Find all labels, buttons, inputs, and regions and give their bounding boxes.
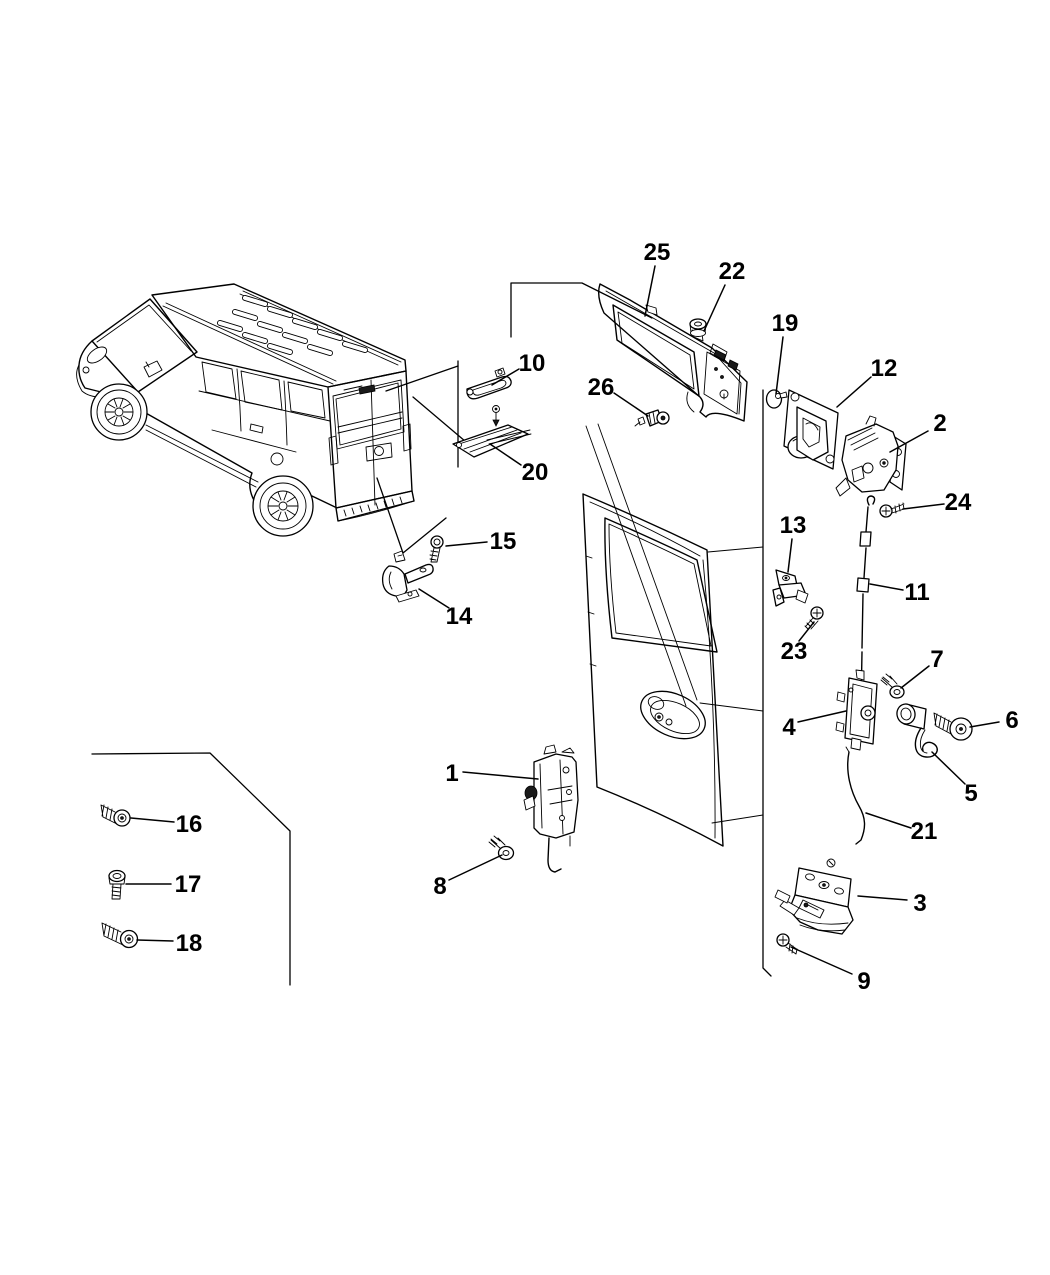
part-3-lower-latch [774, 858, 854, 935]
part-26-bulb-socket [634, 409, 670, 427]
callout-21: 21 [911, 818, 938, 845]
part-21-link-rod [845, 746, 866, 845]
callout-4: 4 [782, 714, 796, 741]
callout-7: 7 [930, 646, 943, 673]
part-23-screw [804, 606, 824, 630]
callout-3: 3 [913, 890, 926, 917]
rear-door-panel [582, 423, 764, 847]
rear-wheel [252, 475, 314, 537]
part-10-check-strap [466, 367, 512, 400]
part-9-screw [776, 933, 799, 955]
roof-slats [217, 294, 368, 357]
van-mirror [143, 360, 163, 378]
part-24-screw [879, 502, 905, 518]
callout-20: 20 [522, 459, 549, 486]
part-17-screw [108, 869, 126, 900]
van-rear-door [327, 370, 413, 509]
part-2-latch-assembly [835, 415, 907, 497]
callout-16: 16 [176, 811, 203, 838]
callout-14: 14 [446, 603, 473, 630]
callout-15: 15 [490, 528, 517, 555]
part-14-hinge-bracket [381, 550, 434, 603]
part-16-screw [100, 804, 131, 827]
callout-5: 5 [964, 780, 977, 807]
brake-light [358, 384, 376, 395]
part-1-door-latch [523, 744, 579, 873]
van-illustration [76, 283, 415, 537]
region-boundary-bottom-left [91, 752, 291, 986]
part-6-socket-bolt [933, 712, 973, 741]
part-19-grommet [765, 389, 788, 409]
part-20-bracket-plate [452, 424, 532, 458]
callout-26: 26 [588, 374, 615, 401]
callout-22: 22 [719, 258, 746, 285]
part-18-bolt [101, 922, 139, 949]
callout-12: 12 [871, 355, 898, 382]
callout-9: 9 [857, 968, 870, 995]
callout-24: 24 [945, 489, 972, 516]
door-handle-recess [640, 690, 706, 740]
part-15-screw [429, 535, 444, 563]
callout-10: 10 [519, 350, 546, 377]
callout-17: 17 [175, 871, 202, 898]
callout-6: 6 [1005, 707, 1018, 734]
callout-25: 25 [644, 239, 671, 266]
callout-1: 1 [445, 760, 458, 787]
callout-2: 2 [933, 410, 946, 437]
small-screw [492, 405, 500, 427]
callout-11: 11 [904, 579, 929, 606]
part-25-handle-trim [597, 283, 748, 422]
leader-lines [125, 265, 1000, 975]
callout-13: 13 [780, 512, 807, 539]
part-7-button-fastener [880, 673, 905, 699]
part-5-lock-cylinder-arm [896, 703, 938, 758]
part-22-nut [689, 318, 707, 337]
callout-19: 19 [772, 310, 799, 337]
region-boundary-right [762, 389, 772, 977]
region-boundary-top [510, 282, 653, 338]
part-8-button-fastener [488, 835, 515, 861]
callout-23: 23 [781, 638, 808, 665]
part-4-lock-housing [835, 669, 878, 751]
front-wheel [90, 383, 148, 441]
callout-8: 8 [433, 873, 446, 900]
part-12-striker-plate [783, 389, 839, 470]
callout-18: 18 [176, 930, 203, 957]
part-11-control-rod [856, 495, 876, 707]
part-13-hinge-bracket [772, 569, 809, 607]
region-boundaries [91, 282, 772, 986]
